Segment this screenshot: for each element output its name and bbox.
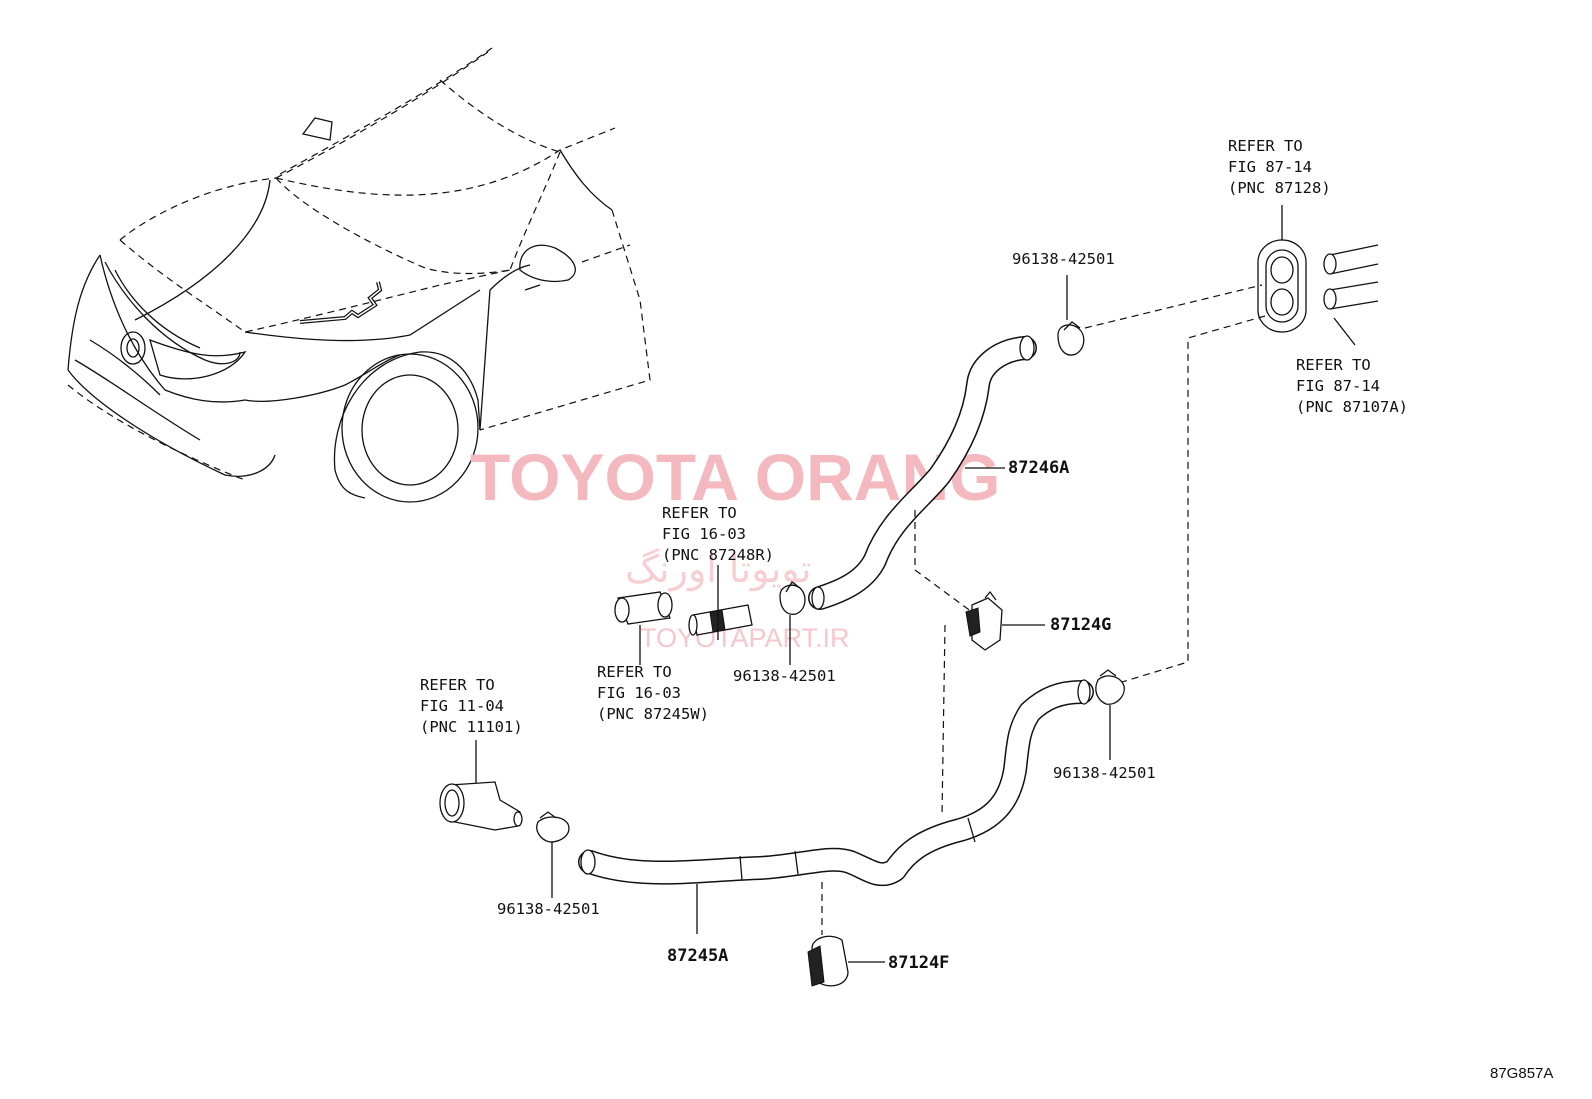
hose-clip-mid (779, 581, 806, 615)
engine-water-outlet (439, 781, 523, 831)
hose-upper-label: 87246A (1008, 458, 1069, 478)
hose-clip-right (1095, 669, 1125, 705)
clamp-g-label: 87124G (1050, 615, 1111, 635)
hose-clip-top (1057, 321, 1085, 356)
refer-core-b-line3: (PNC 87107A) (1296, 398, 1408, 416)
refer-core-a-line2: FIG 87-14 (1228, 158, 1312, 176)
watermark-url: TOYOTAPART.IR (640, 623, 850, 653)
heater-core-grommet (1257, 239, 1307, 333)
clip-left-label: 96138-42501 (497, 900, 600, 918)
clamp-87124f (807, 935, 849, 987)
hose-clip-left (536, 811, 570, 843)
hose-87245a (578, 679, 1094, 887)
refer-11-04-line2: FIG 11-04 (420, 697, 504, 715)
refer-16-03-w-line3: (PNC 87245W) (597, 705, 709, 723)
clip-mid-label: 96138-42501 (733, 667, 836, 685)
refer-16-03-r-line1: REFER TO (662, 504, 737, 522)
refer-core-b-line2: FIG 87-14 (1296, 377, 1380, 395)
refer-16-03-w-line1: REFER TO (597, 663, 672, 681)
refer-core-a-line3: (PNC 87128) (1228, 179, 1331, 197)
refer-16-03-w-line2: FIG 16-03 (597, 684, 681, 702)
car-illustration (67, 47, 651, 503)
diagram-code: 87G857A (1490, 1065, 1553, 1082)
refer-11-04-line1: REFER TO (420, 676, 495, 694)
clamp-f-label: 87124F (888, 953, 949, 973)
heater-pipes (1323, 244, 1379, 310)
hose-87246a (808, 335, 1037, 610)
hose-lower-label: 87245A (667, 946, 728, 966)
clamp-87124g (965, 590, 1003, 651)
refer-16-03-r-line2: FIG 16-03 (662, 525, 746, 543)
refer-16-03-r-line3: (PNC 87248R) (662, 546, 774, 564)
refer-core-a-line1: REFER TO (1228, 137, 1303, 155)
refer-11-04-line3: (PNC 11101) (420, 718, 523, 736)
plug-cylinder (614, 591, 673, 625)
refer-core-b-line1: REFER TO (1296, 356, 1371, 374)
clip-right-label: 96138-42501 (1053, 764, 1156, 782)
clip-top-label: 96138-42501 (1012, 250, 1115, 268)
